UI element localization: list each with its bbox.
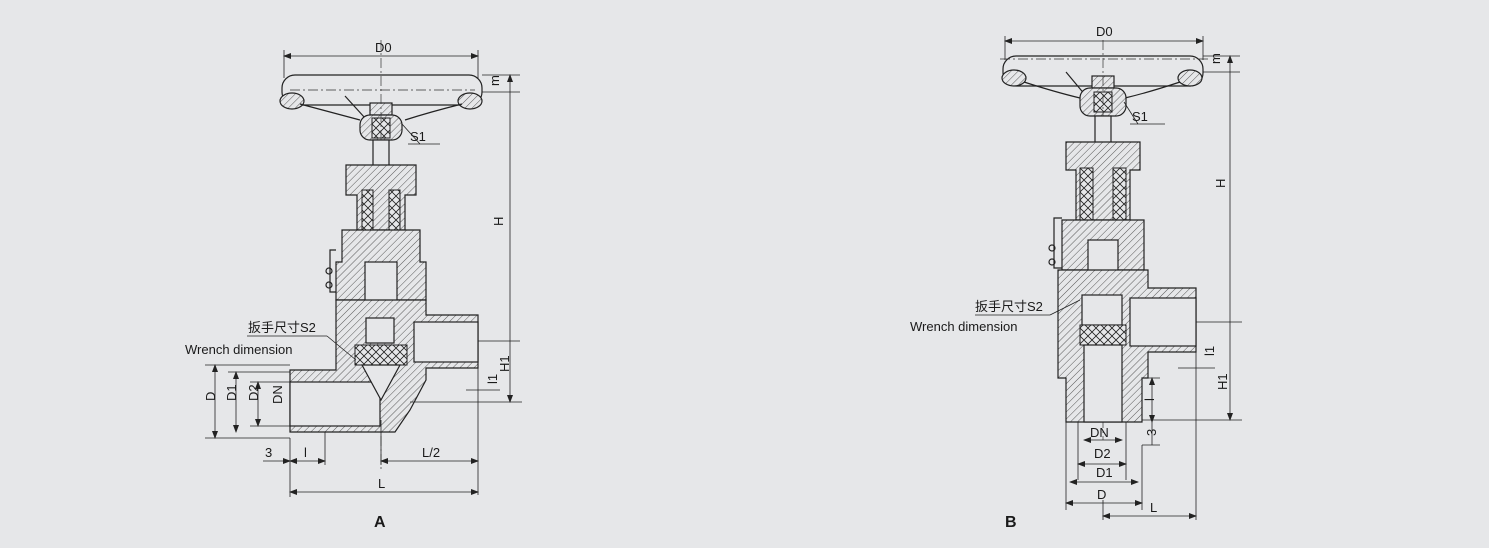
label-l-socket-a: l [304, 445, 307, 460]
label-h-b: H [1213, 179, 1228, 188]
caption-b: B [1005, 514, 1017, 531]
label-h-a: H [491, 217, 506, 226]
label-wrench-en-a: Wrench dimension [185, 342, 292, 357]
label-d-a: D [203, 392, 218, 401]
figure-a: D0 m H H1 S1 扳手尺寸S2 Wrench dimension D D… [185, 40, 522, 531]
label-wrench-en-b: Wrench dimension [910, 319, 1017, 334]
label-l2-a: L/2 [422, 445, 440, 460]
label-l-socket-b: l [1142, 398, 1157, 401]
label-d2-a: D2 [246, 384, 261, 401]
label-d1-b: D1 [1096, 465, 1113, 480]
label-m-b: m [1208, 53, 1223, 64]
label-s1-b: S1 [1132, 109, 1148, 124]
label-h1-b: H1 [1215, 373, 1230, 390]
label-gap-b: 3 [1144, 429, 1159, 436]
label-d1-a: D1 [224, 384, 239, 401]
disc-a [360, 364, 402, 402]
label-d-b: D [1097, 487, 1106, 502]
label-dn-b: DN [1090, 425, 1109, 440]
label-gap-a: 3 [265, 445, 272, 460]
label-l1-a: l1 [485, 374, 500, 384]
label-dn-a: DN [270, 385, 285, 404]
figure-b: D0 m H H1 S1 扳手尺寸S2 Wrench dimension l1 … [910, 24, 1242, 531]
label-s1-a: S1 [410, 129, 426, 144]
label-d0-b: D0 [1096, 24, 1113, 39]
label-length-a: L [378, 476, 385, 491]
label-d0-a: D0 [375, 40, 392, 55]
label-h1-a: H1 [497, 355, 512, 372]
label-d2-b: D2 [1094, 446, 1111, 461]
caption-a: A [374, 514, 386, 531]
gland-nut-a [345, 164, 417, 231]
label-wrench-cn-a: 扳手尺寸S2 [248, 320, 316, 335]
gland-nut-b [1065, 141, 1141, 221]
label-l1-b: l1 [1202, 346, 1217, 356]
label-length-b: L [1150, 500, 1157, 515]
label-m-a: m [487, 75, 502, 86]
label-wrench-cn-b: 扳手尺寸S2 [975, 299, 1043, 314]
